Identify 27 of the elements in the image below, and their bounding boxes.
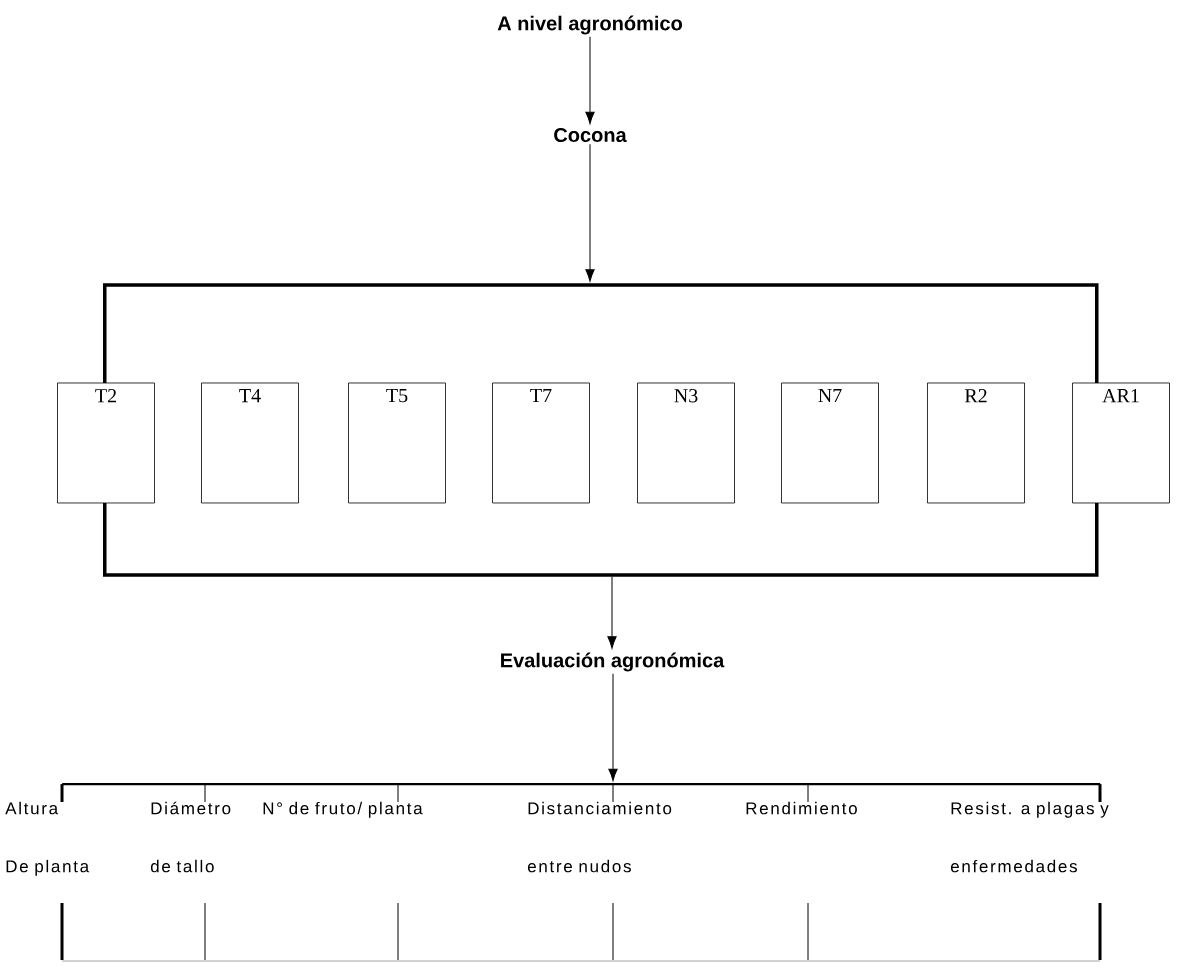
heading-text: A nivel agronómico: [497, 15, 682, 35]
variable-label: Rendimiento: [746, 801, 857, 815]
variety-box: T2: [57, 382, 155, 504]
variable-label: Diámetro de tallo: [150, 801, 231, 873]
variety-box: N3: [637, 382, 735, 504]
variety-box: N7: [781, 382, 879, 504]
variable-label: N° de fruto/ planta: [263, 801, 423, 818]
variable-label: Distanciamiento entre nudos: [527, 801, 672, 873]
connector-line: [397, 783, 399, 803]
arrow: [608, 673, 618, 782]
variable-label: Altura De planta: [5, 801, 90, 876]
variety-box: T5: [348, 382, 446, 504]
arrow: [585, 143, 595, 282]
variety-box: AR1: [1072, 382, 1170, 504]
variety-box: R2: [927, 382, 1025, 504]
connector-line: [204, 783, 206, 803]
variety-box: T7: [492, 382, 590, 504]
connector-line: [60, 784, 64, 802]
connector-line: [612, 783, 614, 803]
connector-line: [807, 783, 809, 803]
arrow: [585, 36, 595, 125]
arrow: [607, 576, 617, 649]
heading-text: Cocona: [554, 127, 627, 143]
heading-text: Evaluación agronómica: [501, 652, 725, 672]
connector-line: [1098, 784, 1102, 802]
variable-label: Resist. a plagas y enfermedades: [950, 801, 1109, 873]
variety-box: T4: [201, 382, 299, 504]
